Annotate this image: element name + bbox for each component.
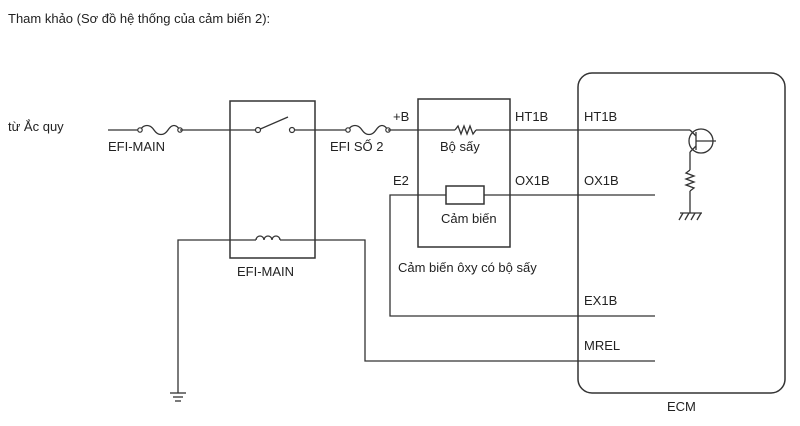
relay-switch-contact — [254, 116, 296, 134]
ecm-box — [577, 72, 786, 394]
wire-e2-to-ex1b — [389, 194, 655, 317]
ecm-pin-ex1b: EX1B — [584, 293, 617, 308]
ht1b-sensor-label: HT1B — [515, 109, 548, 124]
ox1b-sensor-label: OX1B — [515, 173, 550, 188]
wire-coil-to-mrel — [280, 239, 655, 362]
heater-label: Bộ sấy — [440, 139, 480, 154]
fuse1-label: EFI-MAIN — [108, 139, 165, 154]
battery-source-label: từ Ắc quy — [8, 119, 64, 134]
ecm-pin-ht1b: HT1B — [584, 109, 617, 124]
ground-symbol — [170, 392, 186, 402]
relay-coil — [255, 235, 281, 241]
ecm-ground-symbol — [678, 212, 702, 221]
fuse2-label: EFI SỐ 2 — [330, 139, 383, 154]
ecm-label: ECM — [667, 399, 696, 414]
oxygen-sensor-box — [417, 98, 511, 248]
page-title: Tham khảo (Sơ đồ hệ thống của cảm biến 2… — [8, 11, 270, 26]
e2-label: E2 — [393, 173, 409, 188]
sensor-label: Cảm biến — [441, 211, 497, 226]
fuse-efi-main — [137, 124, 183, 136]
ecm-pin-ox1b: OX1B — [584, 173, 619, 188]
ecm-pin-mrel: MREL — [584, 338, 620, 353]
relay-efi-main — [229, 100, 316, 259]
sensor-element — [445, 185, 485, 205]
sensor-caption: Cảm biến ôxy có bộ sấy — [398, 260, 537, 275]
fuse-efi-no2 — [345, 124, 391, 136]
ecm-internal-resistor — [684, 169, 696, 192]
transistor-symbol — [688, 128, 716, 170]
heater-resistor — [454, 124, 477, 136]
plus-b-label: +B — [393, 109, 409, 124]
wire-coil-to-ground — [177, 239, 256, 393]
relay-label: EFI-MAIN — [237, 264, 294, 279]
